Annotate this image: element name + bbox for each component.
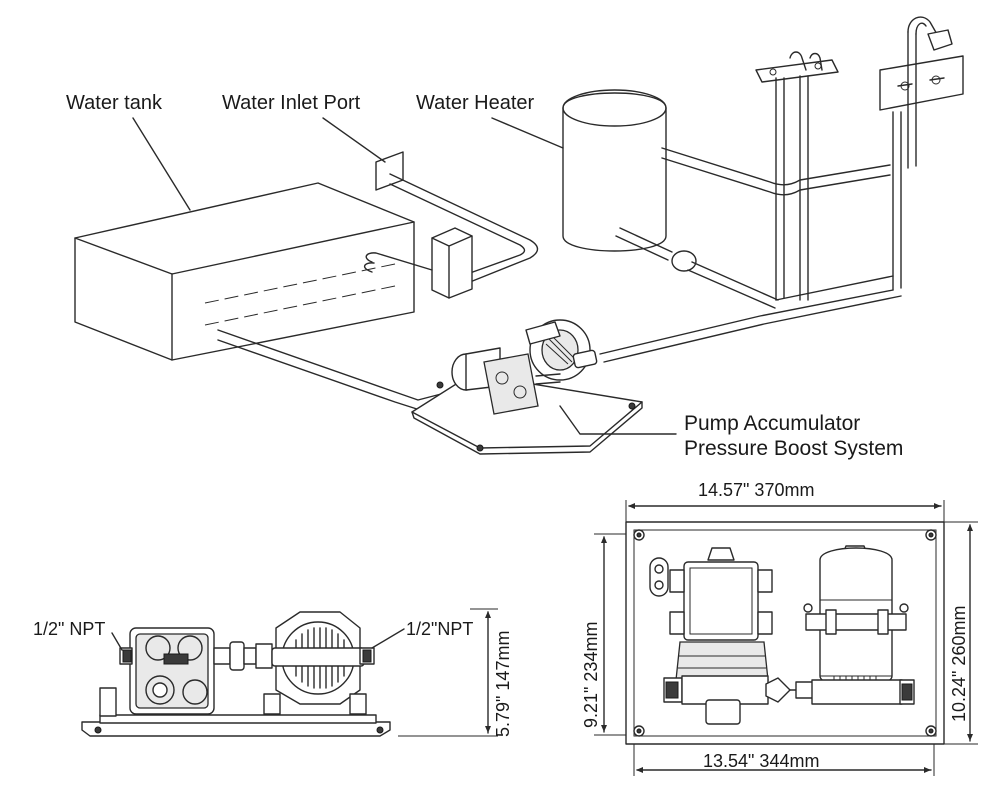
water-inlet-port — [375, 151, 539, 283]
label-inner-width: 13.54" 344mm — [703, 751, 819, 771]
pump-leader — [559, 405, 677, 435]
water-tank-leader — [132, 117, 191, 211]
side-view: 1/2" NPT 1/2"NPT 5.79" 147mm — [33, 608, 513, 737]
water-tank — [74, 182, 415, 361]
label-pump-line1: Pump Accumulator — [684, 412, 860, 435]
label-right-npt: 1/2"NPT — [406, 619, 473, 639]
label-inner-height: 9.21" 234mm — [581, 622, 601, 728]
supply-pipe — [599, 275, 902, 363]
top-view: 14.57" 370mm 13.54" 344mm 9.21" 234mm 10… — [581, 480, 978, 776]
label-outer-height: 10.24" 260mm — [949, 606, 969, 722]
water-heater — [562, 89, 891, 309]
pump-unit-isometric — [411, 319, 643, 455]
label-water-inlet-port: Water Inlet Port — [222, 92, 361, 114]
left-port-leader — [111, 632, 123, 651]
label-pump-line2: Pressure Boost System — [684, 437, 903, 460]
label-water-tank: Water tank — [66, 92, 163, 114]
water-inlet-leader — [322, 117, 386, 163]
tank-fitting-box — [364, 227, 473, 299]
faucet-fixture — [755, 51, 839, 301]
system-overview: Water tank Water Inlet Port Water Heater… — [66, 16, 964, 460]
shower-fixture — [879, 16, 964, 291]
label-outer-width: 14.57" 370mm — [698, 480, 814, 500]
label-water-heater: Water Heater — [416, 92, 535, 114]
water-heater-leader — [491, 117, 564, 149]
label-left-npt: 1/2" NPT — [33, 619, 105, 639]
label-side-height: 5.79" 147mm — [493, 631, 513, 737]
right-port-leader — [371, 628, 405, 649]
